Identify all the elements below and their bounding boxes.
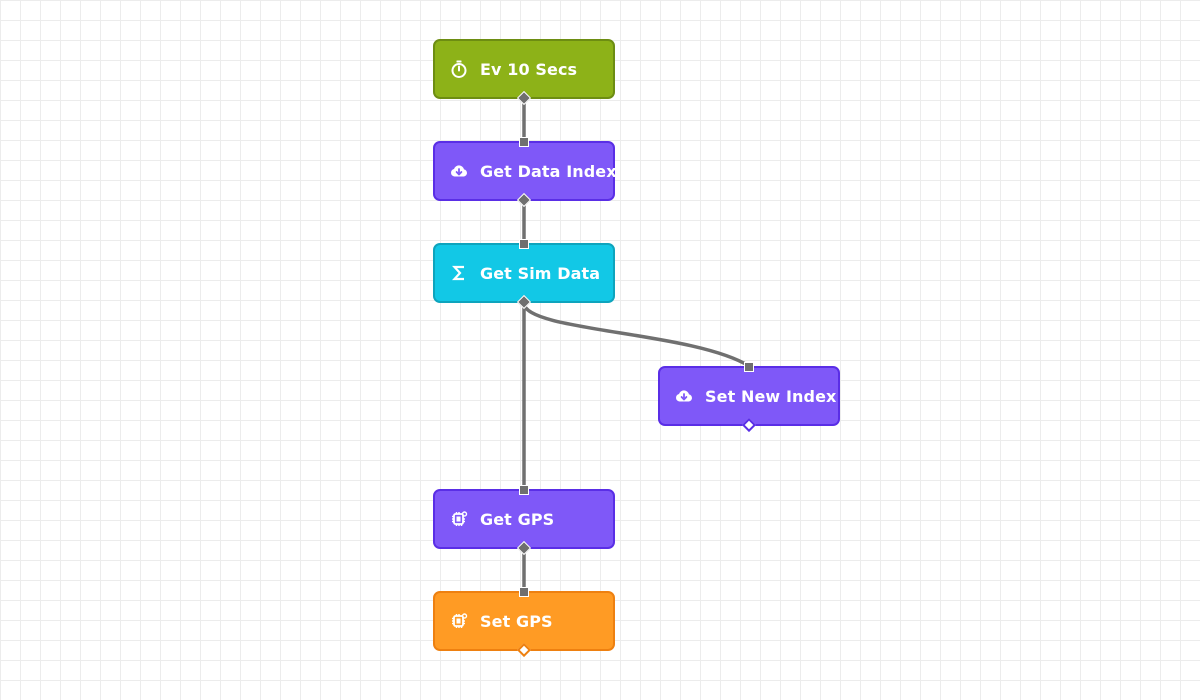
node-get-sim-data[interactable]: Get Sim Data [433, 239, 615, 310]
node-get-data-index[interactable]: Get Data Index [433, 137, 617, 208]
node-ev-10-secs[interactable]: Ev 10 Secs [433, 39, 615, 106]
node-label: Ev 10 Secs [480, 59, 578, 79]
node-label: Get GPS [480, 509, 555, 529]
node-label: Set GPS [480, 611, 553, 631]
node-input-port[interactable] [519, 485, 529, 495]
node-output-port[interactable] [516, 540, 532, 556]
node-label: Get Data Index [480, 161, 617, 181]
stopwatch-icon [449, 59, 469, 79]
connection-wire[interactable] [522, 301, 751, 368]
node-input-port[interactable] [744, 362, 754, 372]
sigma-icon [449, 263, 469, 283]
node-label: Get Sim Data [480, 263, 601, 283]
cloud-download-icon [674, 386, 694, 406]
cloud-download-icon [449, 161, 469, 181]
node-set-gps[interactable]: Set GPS [433, 587, 615, 658]
node-label: Set New Index [705, 386, 837, 406]
node-input-port[interactable] [519, 587, 529, 597]
node-set-new-index[interactable]: Set New Index [658, 362, 840, 433]
node-output-port[interactable] [516, 90, 532, 106]
node-output-port[interactable] [516, 192, 532, 208]
node-get-gps[interactable]: Get GPS [433, 485, 615, 556]
node-input-port[interactable] [519, 137, 529, 147]
chip-icon [449, 611, 469, 631]
chip-icon [449, 509, 469, 529]
node-output-port[interactable] [516, 294, 532, 310]
node-input-port[interactable] [519, 239, 529, 249]
node-output-port[interactable] [516, 642, 532, 658]
node-output-port[interactable] [741, 417, 757, 433]
